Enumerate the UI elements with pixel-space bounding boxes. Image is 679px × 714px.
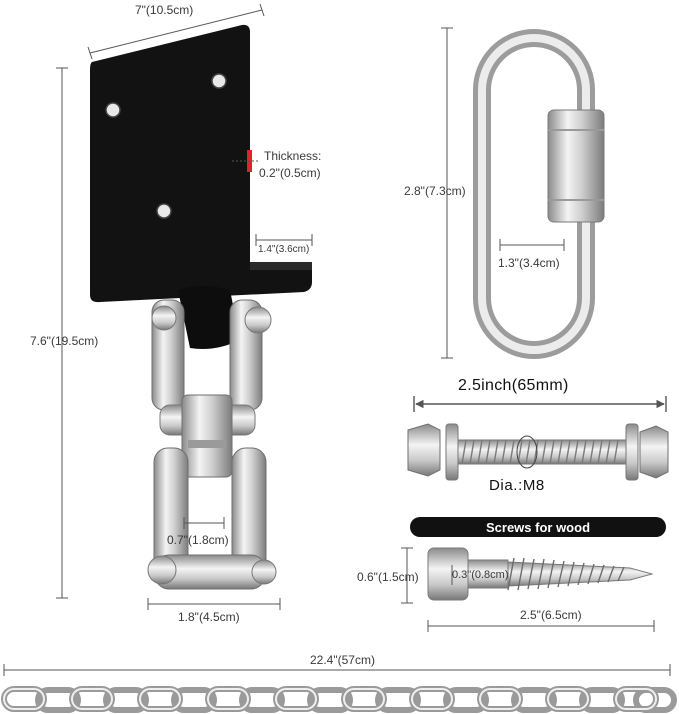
shackle-width-label: 1.8"(4.5cm) xyxy=(178,610,240,624)
thickness-title-label: Thickness: xyxy=(264,149,322,163)
bolt xyxy=(407,423,669,481)
flange-depth-label: 1.4"(3.6cm) xyxy=(258,244,310,255)
mounting-hole-3 xyxy=(156,203,172,219)
screws-heading-text: Screws for wood xyxy=(485,519,591,535)
plate-width-label: 7"(10.5cm) xyxy=(135,3,194,17)
dimension-lines xyxy=(3,3,671,676)
mounting-hole-2 xyxy=(211,73,227,89)
chain-length-label: 22.4"(57cm) xyxy=(310,653,375,667)
total-height-label: 7.6"(19.5cm) xyxy=(30,334,99,348)
wood-screw xyxy=(427,547,654,601)
swivel-hook xyxy=(147,299,277,590)
mounting-plate xyxy=(90,24,312,349)
link-height-label: 2.8"(7.3cm) xyxy=(404,184,466,198)
thickness-value-label: 0.2"(0.5cm) xyxy=(259,166,321,180)
shackle-gap-label: 0.7"(1.8cm) xyxy=(167,533,229,547)
screw-head-label: 0.6"(1.5cm) xyxy=(357,570,419,584)
quick-link xyxy=(473,29,605,359)
screws-heading-banner: Screws for wood xyxy=(410,517,666,537)
mounting-hole-1 xyxy=(105,102,121,118)
screw-length-label: 2.5"(6.5cm) xyxy=(520,608,582,622)
chain xyxy=(1,686,677,713)
bolt-diameter-label: Dia.:M8 xyxy=(489,477,545,494)
screw-shank-label: 0.3"(0.8cm) xyxy=(452,569,509,581)
screw-thread xyxy=(507,557,625,591)
bolt-length-label: 2.5inch(65mm) xyxy=(458,377,569,394)
link-width-label: 1.3"(3.4cm) xyxy=(498,256,560,270)
